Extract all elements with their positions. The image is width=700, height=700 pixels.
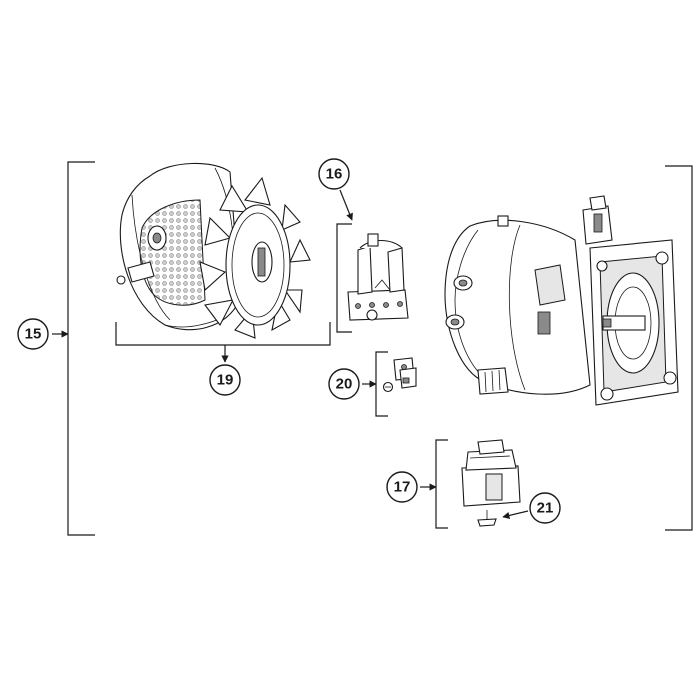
top-connector (582, 195, 613, 245)
part-20-clip-group (362, 351, 417, 417)
sensor-housing (461, 439, 521, 507)
callout-20: 20 (328, 368, 360, 400)
motor-assembly (444, 195, 679, 406)
callout-19: 19 (209, 364, 241, 396)
part-17-group (420, 439, 529, 529)
callout-17: 17 (386, 471, 418, 503)
fan-bracket-19 (115, 322, 331, 363)
callout-20-label: 20 (336, 376, 353, 393)
mounting-ear (445, 314, 465, 330)
assembly-15-bracket (52, 161, 693, 536)
callout-21: 21 (529, 492, 561, 524)
fan-blade (199, 176, 311, 339)
callout-21-label: 21 (537, 500, 554, 517)
small-screw (382, 381, 394, 393)
callout-16-label: 16 (326, 166, 343, 183)
mounting-bracket (347, 233, 409, 321)
screw-21 (477, 510, 497, 527)
part-16-bracket-group (336, 189, 409, 333)
fan-shroud-assembly (116, 162, 311, 339)
end-flange (589, 239, 679, 406)
callout-16: 16 (318, 158, 350, 190)
terminal-clip (393, 357, 417, 389)
bottom-connector (477, 367, 509, 395)
callout-17-label: 17 (394, 479, 411, 496)
mounting-ear (453, 275, 473, 291)
callout-15: 15 (17, 318, 49, 350)
callout-19-label: 19 (217, 372, 234, 389)
callout-15-label: 15 (25, 326, 42, 343)
